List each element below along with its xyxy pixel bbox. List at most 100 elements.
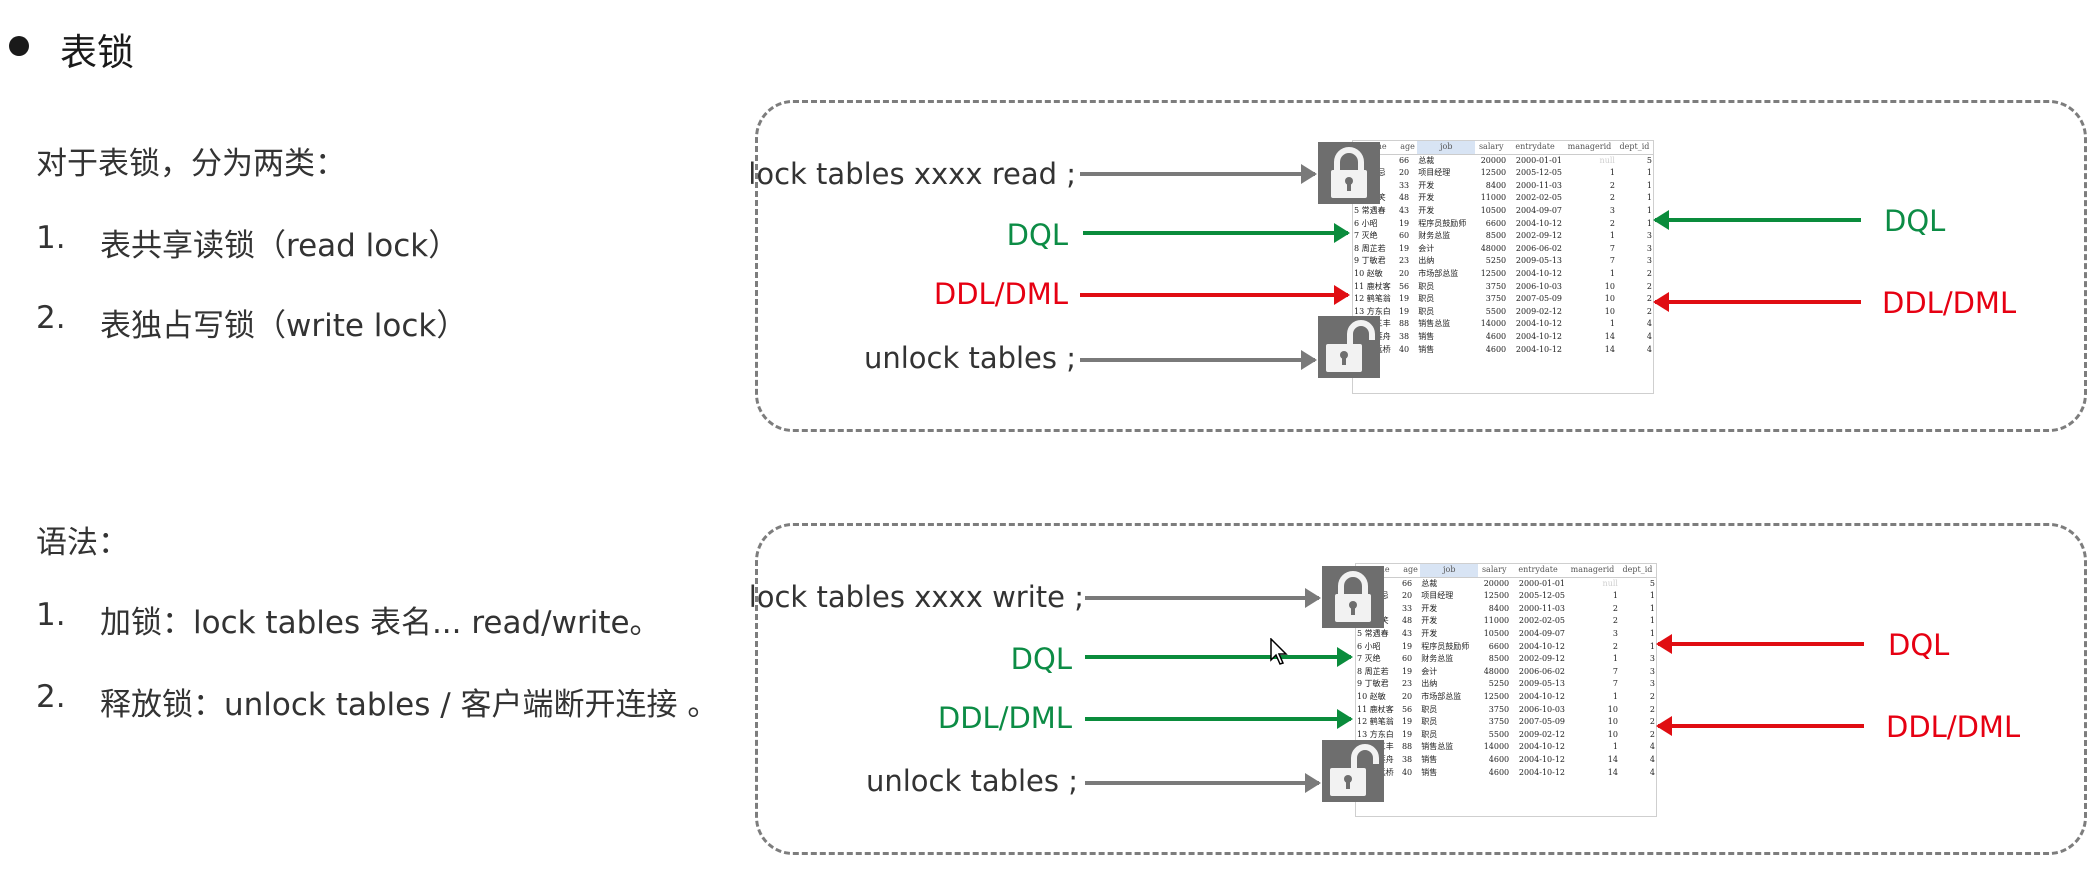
table-cell: 43 bbox=[1398, 205, 1410, 215]
read-unlock-command: unlock tables ; bbox=[863, 341, 1076, 375]
table-cell: 12 鹤笔翁 bbox=[1357, 717, 1394, 727]
table-cell: 19 bbox=[1401, 729, 1413, 739]
table-cell: 职员 bbox=[1418, 281, 1435, 291]
table-cell: 14000 bbox=[1483, 742, 1510, 752]
table-cell: 销售 bbox=[1418, 344, 1435, 354]
column-header: dept_id bbox=[1618, 564, 1656, 578]
table-cell: 8500 bbox=[1485, 231, 1507, 241]
table-cell: 48 bbox=[1398, 193, 1410, 203]
table-cell: 职员 bbox=[1418, 306, 1435, 316]
table-cell: 8 周芷若 bbox=[1357, 666, 1389, 676]
table-cell: 财务总监 bbox=[1421, 654, 1454, 664]
table-cell: 1 bbox=[1646, 168, 1652, 178]
table-cell: 2 bbox=[1609, 218, 1615, 228]
table-cell: 40 bbox=[1401, 767, 1413, 777]
table-cell: 职员 bbox=[1421, 729, 1438, 739]
table-cell: 市场部总监 bbox=[1421, 691, 1462, 701]
table-cell: 6 小昭 bbox=[1357, 641, 1381, 651]
table-cell: 66 bbox=[1398, 155, 1410, 165]
table-cell: 66 bbox=[1401, 578, 1413, 588]
intro-heading: 对于表锁，分为两类： bbox=[36, 146, 346, 182]
table-cell: 1 bbox=[1646, 193, 1652, 203]
table-cell: 10500 bbox=[1483, 628, 1510, 638]
table-cell: 10 bbox=[1604, 294, 1615, 304]
table-cell: 销售总监 bbox=[1421, 742, 1454, 752]
table-cell: 2 bbox=[1649, 691, 1655, 701]
table-cell: 3 bbox=[1646, 256, 1652, 266]
table-cell: 2004-10-12 bbox=[1515, 319, 1562, 329]
write-lock-diagram bbox=[755, 523, 2087, 855]
column-header: salary bbox=[1478, 564, 1511, 578]
table-cell: 7 bbox=[1612, 679, 1618, 689]
intro-item-1-text: 表共享读锁（read lock） bbox=[100, 228, 460, 264]
table-cell: 程序员鼓励师 bbox=[1418, 218, 1467, 228]
table-cell: 1 bbox=[1649, 641, 1655, 651]
table-cell: 2000-01-01 bbox=[1515, 155, 1562, 165]
table-cell: 3 bbox=[1609, 205, 1615, 215]
column-header: salary bbox=[1475, 141, 1508, 155]
table-cell: 5500 bbox=[1488, 729, 1510, 739]
table-cell: 23 bbox=[1401, 679, 1413, 689]
table-cell: 23 bbox=[1398, 256, 1410, 266]
table-cell: 1 bbox=[1609, 319, 1615, 329]
table-cell: null bbox=[1602, 578, 1618, 588]
intro-item-2-number: 2. bbox=[36, 300, 66, 336]
table-cell: 开发 bbox=[1418, 193, 1435, 203]
column-header: managerid bbox=[1563, 141, 1616, 155]
table-cell: 3 bbox=[1649, 679, 1655, 689]
table-cell: 38 bbox=[1398, 331, 1410, 341]
table-cell: 7 bbox=[1609, 243, 1615, 253]
write-right-dql-label: DQL bbox=[1888, 628, 1950, 662]
table-cell: 总裁 bbox=[1418, 155, 1435, 165]
table-cell: 1 bbox=[1649, 616, 1655, 626]
table-cell: 5 常遇春 bbox=[1357, 628, 1389, 638]
table-cell: 开发 bbox=[1421, 603, 1438, 613]
column-header: age bbox=[1397, 141, 1418, 155]
table-cell: 程序员鼓励师 bbox=[1421, 641, 1470, 651]
table-cell: 6600 bbox=[1485, 218, 1507, 228]
table-cell: 项目经理 bbox=[1421, 591, 1454, 601]
table-cell: 2 bbox=[1646, 306, 1652, 316]
read-left-dql-arrow bbox=[1083, 223, 1350, 243]
write-unlock-command: unlock tables ; bbox=[865, 764, 1078, 798]
table-cell: 2000-11-03 bbox=[1518, 603, 1565, 613]
table-cell: 市场部总监 bbox=[1418, 268, 1459, 278]
table-cell: 10 赵敏 bbox=[1357, 691, 1386, 701]
table-cell: 10 bbox=[1607, 704, 1618, 714]
table-cell: 13 方东白 bbox=[1354, 306, 1391, 316]
table-cell: 20000 bbox=[1480, 155, 1507, 165]
table-cell: 2004-10-12 bbox=[1515, 331, 1562, 341]
table-cell: 3 bbox=[1646, 231, 1652, 241]
table-cell: 1 bbox=[1646, 180, 1652, 190]
read-left-dql-label: DQL bbox=[1006, 218, 1068, 252]
table-cell: 1 bbox=[1612, 654, 1618, 664]
table-cell: 11 鹿杖客 bbox=[1357, 704, 1394, 714]
page-title: 表锁 bbox=[60, 31, 134, 74]
table-cell: 56 bbox=[1401, 704, 1413, 714]
table-cell: 3750 bbox=[1485, 294, 1507, 304]
table-cell: 2 bbox=[1649, 729, 1655, 739]
table-cell: 19 bbox=[1398, 243, 1410, 253]
table-cell: 2 bbox=[1646, 281, 1652, 291]
table-cell: 2 bbox=[1609, 193, 1615, 203]
table-cell: 48000 bbox=[1483, 666, 1510, 676]
table-cell: 10 bbox=[1607, 729, 1618, 739]
table-cell: 2009-05-13 bbox=[1515, 256, 1562, 266]
table-cell: 33 bbox=[1398, 180, 1410, 190]
table-cell: 3 bbox=[1646, 243, 1652, 253]
column-header: managerid bbox=[1566, 564, 1619, 578]
read-right-dql-arrow bbox=[1653, 210, 1861, 230]
